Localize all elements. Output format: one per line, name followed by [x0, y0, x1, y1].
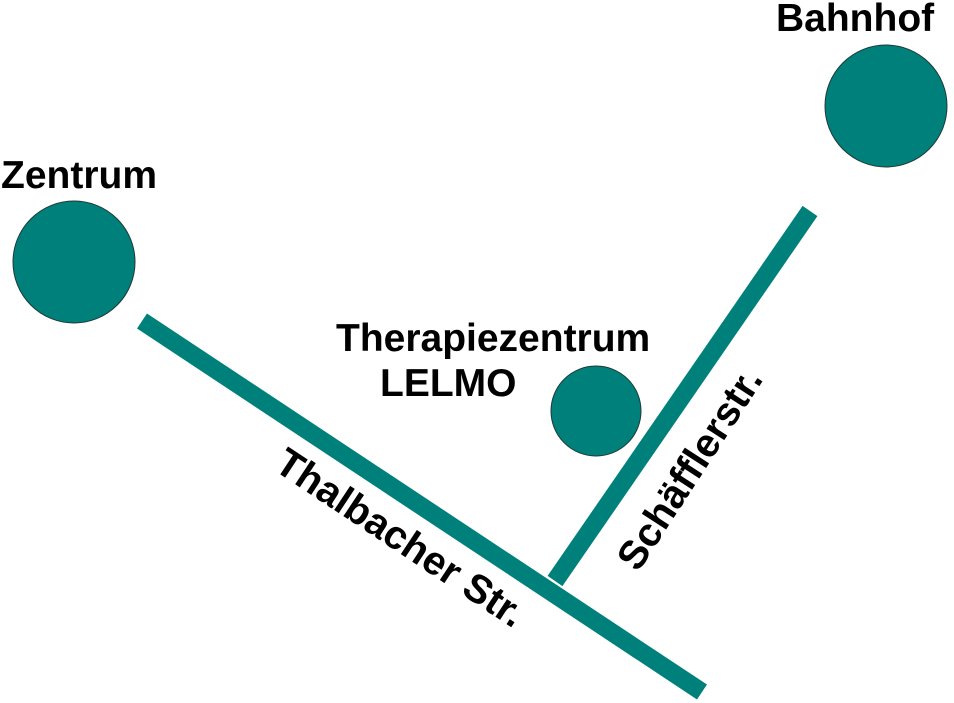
schaeffler-street: [547, 205, 818, 587]
thalbacher-street: [137, 313, 707, 700]
therapiezentrum-marker[interactable]: [550, 365, 642, 457]
bahnhof-label: Bahnhof: [776, 0, 935, 40]
zentrum-marker[interactable]: [12, 200, 136, 324]
zentrum-label: Zentrum: [1, 154, 157, 197]
therapiezentrum-label: Therapiezentrum: [336, 317, 650, 360]
bahnhof-marker[interactable]: [824, 44, 948, 168]
lelmo-label: LELMO: [380, 362, 516, 405]
thalbacher-street-label: Thalbacher Str.: [268, 440, 533, 636]
